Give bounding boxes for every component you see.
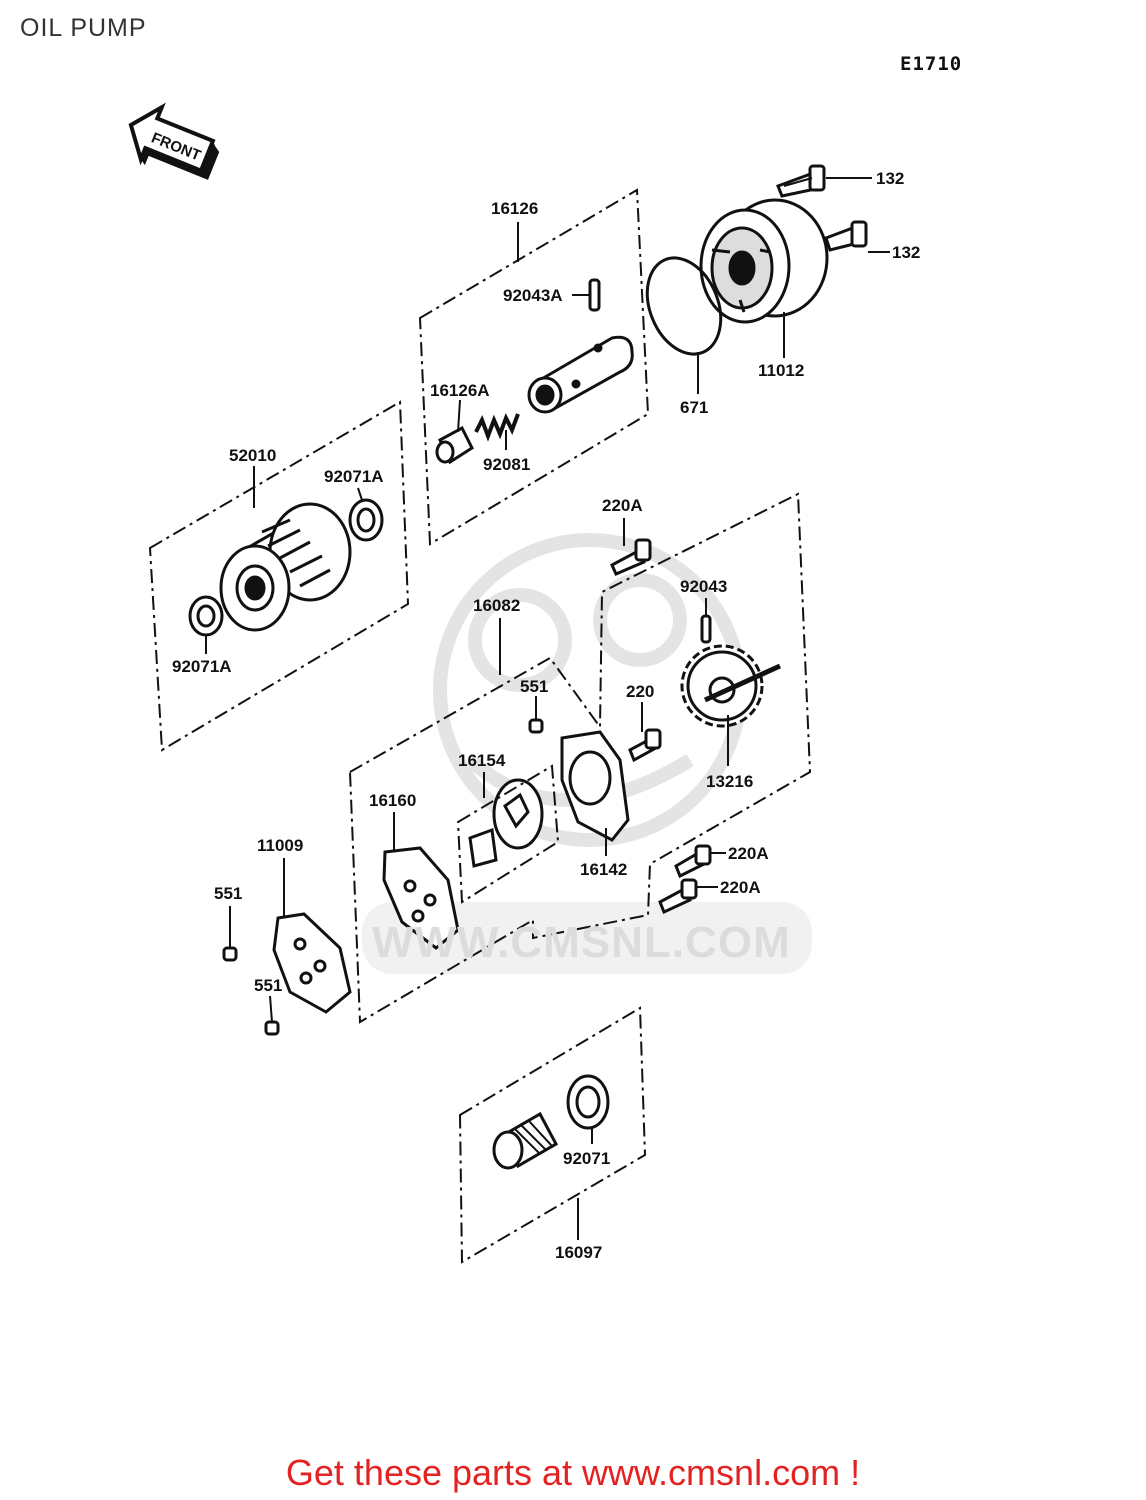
o-ring-671 bbox=[645, 256, 723, 356]
part-label: 92071 bbox=[563, 1149, 610, 1168]
part-label: 11009 bbox=[257, 836, 303, 855]
bolt-220a-mid bbox=[674, 844, 712, 879]
seal-92071 bbox=[566, 1074, 610, 1130]
part-label: 16160 bbox=[369, 791, 416, 810]
bolt-132-lower bbox=[824, 220, 868, 252]
front-arrow-icon: FRONT bbox=[128, 102, 220, 180]
part-label: 132 bbox=[876, 169, 904, 188]
part-label: 220A bbox=[728, 844, 769, 863]
watermark-text: WWW.CMSNL.COM bbox=[372, 918, 791, 967]
part-label: 16097 bbox=[555, 1243, 602, 1262]
part-label: 92081 bbox=[483, 455, 530, 474]
bolt-220 bbox=[628, 728, 662, 763]
group-52010-box bbox=[148, 400, 410, 752]
part-label: 92071A bbox=[324, 467, 384, 486]
strainer-16097 bbox=[492, 1111, 559, 1170]
part-label: 16126A bbox=[430, 381, 490, 400]
part-label: 551 bbox=[520, 677, 548, 696]
footer-link[interactable]: Get these parts at www.cmsnl.com ! bbox=[285, 1452, 861, 1493]
drive-gear-13216 bbox=[680, 644, 782, 728]
group-16097-box bbox=[458, 1006, 647, 1264]
part-label: 16154 bbox=[458, 751, 506, 770]
spring-92081 bbox=[474, 413, 520, 442]
diagram-code: E1710 bbox=[900, 53, 963, 75]
part-label: 220A bbox=[602, 496, 643, 515]
part-label: 16082 bbox=[473, 596, 520, 615]
dowel-551-bottom bbox=[264, 1020, 280, 1036]
part-label: 92071A bbox=[172, 657, 232, 676]
plate-16160 bbox=[382, 846, 460, 950]
part-label: 671 bbox=[680, 398, 708, 417]
group-16126-box bbox=[418, 188, 650, 546]
part-label: 92043 bbox=[680, 577, 727, 596]
bolt-132-upper bbox=[776, 164, 826, 198]
part-label: 220A bbox=[720, 878, 761, 897]
part-label: 52010 bbox=[229, 446, 276, 465]
seal-92071a-upper bbox=[348, 498, 384, 542]
part-label: 16126 bbox=[491, 199, 538, 218]
part-label: 132 bbox=[892, 243, 920, 262]
relief-valve-16126 bbox=[527, 335, 634, 414]
group-16082-box bbox=[348, 492, 812, 1024]
pin-92043a bbox=[588, 278, 601, 312]
inner-rotor-box bbox=[456, 764, 560, 904]
part-label: 551 bbox=[214, 884, 242, 903]
gasket-11009 bbox=[272, 912, 352, 1014]
oil-filter-52010 bbox=[219, 502, 352, 632]
page-title: OIL PUMP bbox=[20, 14, 147, 42]
pump-cover-11012 bbox=[699, 198, 829, 324]
piston-16126a bbox=[435, 425, 474, 465]
part-label: 551 bbox=[254, 976, 282, 995]
dowel-551-left bbox=[222, 946, 238, 962]
pin-92043 bbox=[700, 614, 712, 644]
part-label: 220 bbox=[626, 682, 654, 701]
part-label: 11012 bbox=[758, 361, 804, 380]
outer-rotor-16154 bbox=[492, 778, 544, 850]
dowel-551-center bbox=[528, 718, 544, 734]
part-label: 16142 bbox=[580, 860, 627, 879]
seal-92071a-lower bbox=[188, 595, 224, 637]
bolt-220a-low bbox=[658, 878, 698, 915]
part-label: 13216 bbox=[706, 772, 753, 791]
part-label: 92043A bbox=[503, 286, 563, 305]
bolt-220a-top bbox=[610, 538, 652, 576]
watermark-banner bbox=[362, 902, 812, 974]
